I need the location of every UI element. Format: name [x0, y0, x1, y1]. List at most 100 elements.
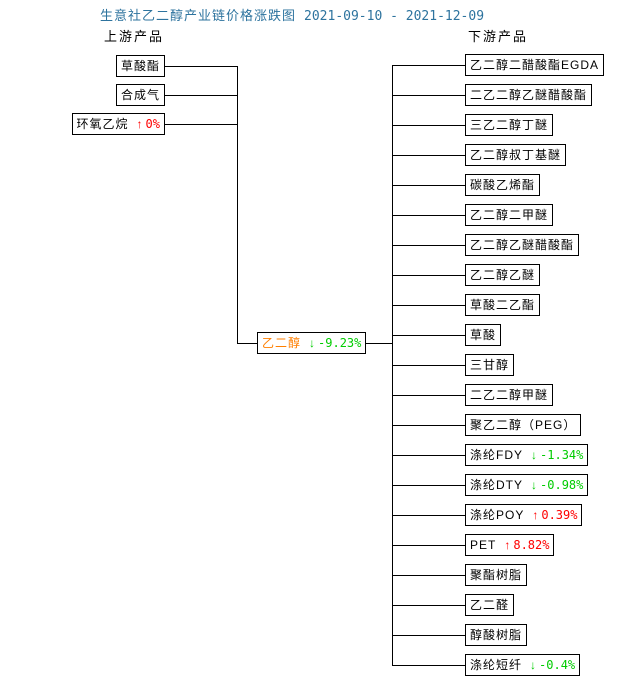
downstream-node-6[interactable]: 乙二醇乙醚醋酸酯: [465, 234, 580, 256]
product-name: 三甘醇: [470, 358, 510, 372]
price-change-value: -9.23%: [318, 336, 362, 350]
downstream-connector: [392, 95, 480, 96]
price-change-value: -0.98%: [540, 478, 584, 492]
downstream-node-17[interactable]: 聚酯树脂: [465, 564, 528, 586]
product-name: 草酸酯: [120, 59, 160, 73]
downstream-node-3[interactable]: 乙二醇叔丁基醚: [465, 144, 567, 166]
product-name: PET: [470, 538, 497, 552]
downstream-connector: [392, 395, 480, 396]
downstream-connector: [392, 305, 480, 306]
upstream-connector: [140, 66, 238, 67]
downstream-connector: [392, 425, 480, 426]
downstream-node-9[interactable]: 草酸: [465, 324, 502, 346]
center-node-ethylene-glycol[interactable]: 乙二醇 ↓-9.23%: [257, 332, 367, 354]
product-name: 乙二醇叔丁基醚: [470, 148, 562, 162]
product-name: 二乙二醇乙醚醋酸酯: [470, 88, 588, 102]
product-name: 涤纶POY: [470, 508, 525, 522]
upstream-node-1[interactable]: 合成气: [115, 84, 165, 106]
up-arrow-icon: ↑: [136, 117, 143, 131]
price-change-value: 8.82%: [513, 538, 550, 552]
downstream-connector: [392, 485, 480, 486]
downstream-connector: [392, 155, 480, 156]
downstream-connector: [392, 365, 480, 366]
downstream-node-12[interactable]: 聚乙二醇（PEG）: [465, 414, 582, 436]
price-change: ↓-0.4%: [530, 658, 575, 672]
downstream-node-4[interactable]: 碳酸乙烯酯: [465, 174, 541, 196]
downstream-node-15[interactable]: 涤纶POY ↑0.39%: [465, 504, 583, 526]
downstream-node-0[interactable]: 乙二醇二醋酸酯EGDA: [465, 54, 605, 76]
downstream-node-13[interactable]: 涤纶FDY ↓-1.34%: [465, 444, 589, 466]
product-name: 涤纶FDY: [470, 448, 524, 462]
upstream-connector: [140, 95, 238, 96]
downstream-connector: [392, 275, 480, 276]
page-title-text: 生意社乙二醇产业链价格涨跌图: [100, 8, 297, 23]
downstream-node-1[interactable]: 二乙二醇乙醚醋酸酯: [465, 84, 593, 106]
price-change-value: -0.4%: [539, 658, 576, 672]
product-name: 碳酸乙烯酯: [470, 178, 536, 192]
product-name: 草酸二乙酯: [470, 298, 536, 312]
downstream-node-10[interactable]: 三甘醇: [465, 354, 515, 376]
downstream-connector: [392, 635, 480, 636]
upstream-node-2[interactable]: 环氧乙烷 ↑0%: [71, 113, 165, 135]
product-name: 乙二醇乙醚: [470, 268, 536, 282]
price-change: ↑8.82%: [504, 538, 549, 552]
downstream-connector: [392, 545, 480, 546]
downstream-connector: [392, 455, 480, 456]
upstream-connector: [140, 124, 238, 125]
downstream-node-5[interactable]: 乙二醇二甲醚: [465, 204, 554, 226]
price-change: ↓-9.23%: [309, 336, 361, 350]
upstream-node-0[interactable]: 草酸酯: [115, 55, 165, 77]
downstream-node-19[interactable]: 醇酸树脂: [465, 624, 528, 646]
product-name: 合成气: [120, 88, 160, 102]
product-name: 涤纶DTY: [470, 478, 524, 492]
downstream-connector: [392, 575, 480, 576]
downstream-node-7[interactable]: 乙二醇乙醚: [465, 264, 541, 286]
downstream-node-16[interactable]: PET ↑8.82%: [465, 534, 555, 556]
down-arrow-icon: ↓: [531, 478, 538, 492]
product-name: 乙二醇二醋酸酯EGDA: [470, 58, 600, 72]
downstream-node-8[interactable]: 草酸二乙酯: [465, 294, 541, 316]
down-arrow-icon: ↓: [531, 448, 538, 462]
product-name: 乙二醇乙醚醋酸酯: [470, 238, 575, 252]
downstream-connector: [392, 125, 480, 126]
downstream-connector: [392, 245, 480, 246]
down-arrow-icon: ↓: [530, 658, 537, 672]
downstream-connector: [392, 605, 480, 606]
downstream-connector: [392, 185, 480, 186]
price-change-value: 0.39%: [541, 508, 578, 522]
upstream-section-label: 上游产品: [104, 29, 165, 44]
price-change: ↓-1.34%: [531, 448, 583, 462]
downstream-node-20[interactable]: 涤纶短纤 ↓-0.4%: [465, 654, 581, 676]
up-arrow-icon: ↑: [532, 508, 539, 522]
down-arrow-icon: ↓: [309, 336, 316, 350]
product-name: 聚酯树脂: [470, 568, 523, 582]
downstream-node-11[interactable]: 二乙二醇甲醚: [465, 384, 554, 406]
product-name: 乙二醛: [470, 598, 510, 612]
price-change: ↑0%: [137, 117, 160, 131]
center-right-stub: [352, 343, 393, 344]
product-name: 环氧乙烷: [76, 117, 129, 131]
product-name: 涤纶短纤: [470, 658, 523, 672]
up-arrow-icon: ↑: [504, 538, 511, 552]
product-name: 草酸: [470, 328, 497, 342]
product-name: 聚乙二醇（PEG）: [470, 418, 577, 432]
product-name: 三乙二醇丁醚: [470, 118, 549, 132]
product-name: 乙二醇二甲醚: [470, 208, 549, 222]
downstream-connector: [392, 515, 480, 516]
downstream-connector: [392, 215, 480, 216]
downstream-connector: [392, 335, 480, 336]
price-change-value: 0%: [145, 117, 160, 131]
downstream-node-18[interactable]: 乙二醛: [465, 594, 515, 616]
downstream-node-2[interactable]: 三乙二醇丁醚: [465, 114, 554, 136]
downstream-node-14[interactable]: 涤纶DTY ↓-0.98%: [465, 474, 589, 496]
price-change-value: -1.34%: [540, 448, 584, 462]
title-date-range: 2021-09-10 - 2021-12-09: [304, 9, 485, 24]
product-name: 乙二醇: [262, 336, 302, 350]
page-title: 生意社乙二醇产业链价格涨跌图 2021-09-10 - 2021-12-09: [100, 5, 484, 24]
downstream-section-label: 下游产品: [468, 29, 529, 44]
downstream-connector: [392, 65, 480, 66]
product-name: 醇酸树脂: [470, 628, 523, 642]
price-change: ↑0.39%: [532, 508, 577, 522]
price-change: ↓-0.98%: [531, 478, 583, 492]
